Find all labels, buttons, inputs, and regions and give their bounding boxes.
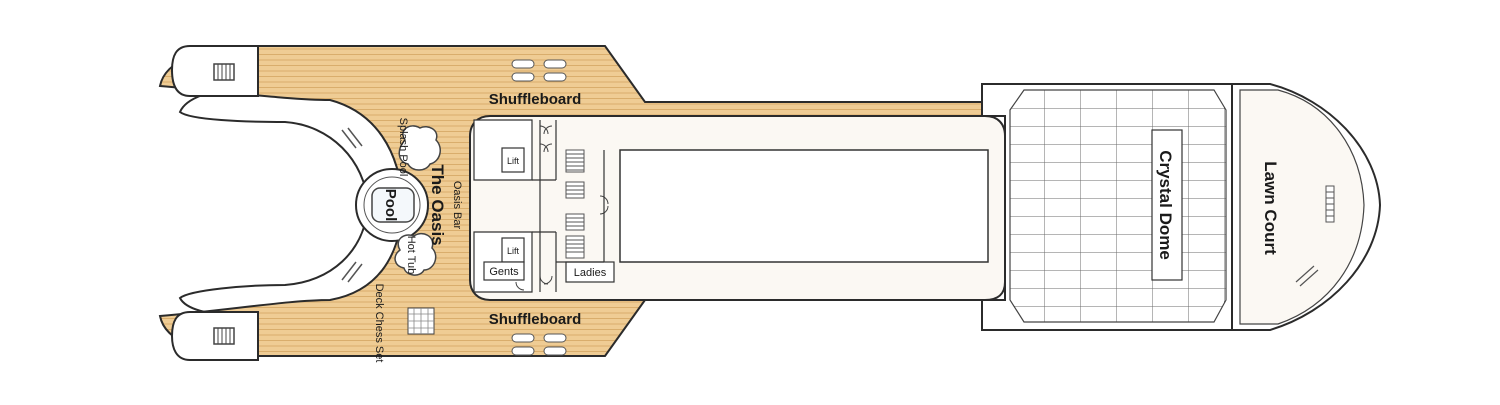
aft-stair-pod-lower (170, 311, 259, 361)
gents-room (483, 261, 525, 281)
bow-railing (1325, 185, 1335, 223)
aft-terrace-outline (178, 85, 370, 317)
stairs-icon (213, 327, 235, 345)
deck-edge-detail (341, 127, 363, 149)
interior-wall (532, 120, 605, 292)
deck-chess-set-label: Deck Chess Set (373, 284, 385, 363)
shuffleboard-label-bottom: Shuffleboard (489, 311, 582, 328)
lawn-court-inner (1239, 89, 1365, 325)
splash-pool-label: Splash Pool (397, 118, 409, 177)
crystal-dome-roof (1009, 89, 1227, 323)
shuffleboard-court-top (511, 59, 567, 82)
deck-edge-detail (341, 261, 363, 283)
oasis-bar-label: Oasis Bar (451, 181, 463, 230)
deck-edge-detail (1295, 265, 1319, 287)
crystal-dome-label-panel (1151, 129, 1183, 281)
lift-lower-label: Lift (507, 246, 520, 256)
stairs-icon (565, 149, 585, 259)
the-oasis-label: The Oasis (428, 164, 447, 245)
aft-stair-pod-upper (170, 45, 259, 97)
deck-chess-board (407, 307, 435, 335)
inner-long-room (619, 149, 989, 263)
lift-upper (501, 147, 525, 173)
lift-upper-label: Lift (507, 156, 520, 166)
gents-label: Gents (489, 266, 519, 278)
shuffleboard-label-top: Shuffleboard (489, 91, 582, 108)
stairs-icon (213, 63, 235, 81)
splash-pool (398, 125, 441, 171)
pool (371, 187, 415, 223)
crystal-dome-label: Crystal Dome (1156, 150, 1175, 260)
shuffleboard-court-bottom (511, 333, 567, 356)
lawn-court-label: Lawn Court (1261, 161, 1280, 255)
pool-label: Pool (382, 189, 399, 222)
ladies-label: Ladies (574, 267, 607, 279)
hot-tub (394, 232, 437, 276)
hot-tub-label: Hot Tub (405, 236, 417, 275)
